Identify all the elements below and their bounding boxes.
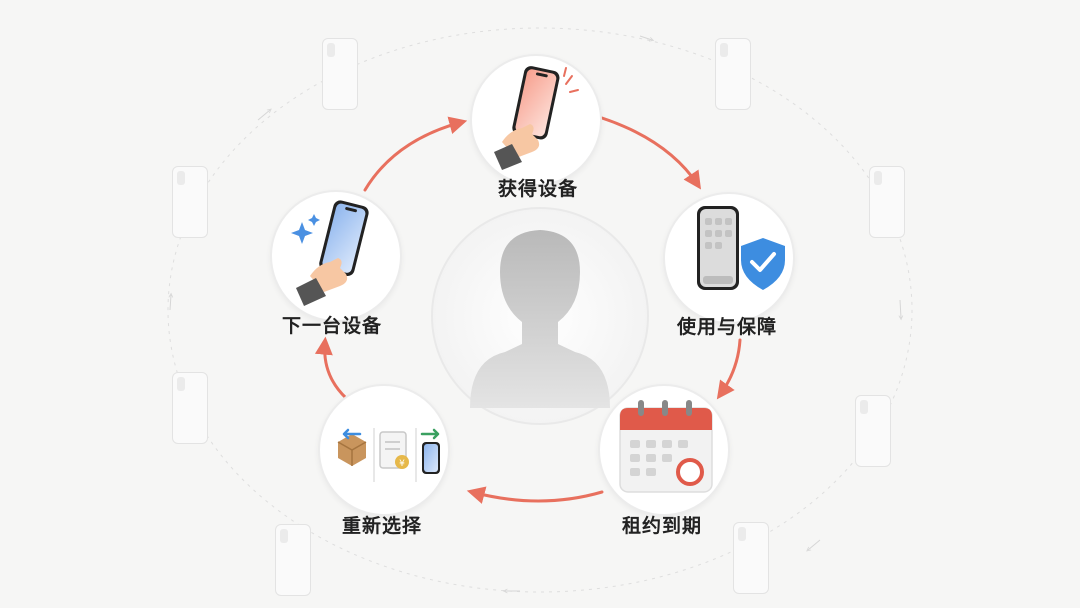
step-acquire-node xyxy=(470,54,602,186)
hand-holding-phone-icon xyxy=(494,66,579,170)
step-use-node xyxy=(663,192,795,324)
arrow-expire-to-reselect xyxy=(466,486,604,504)
svg-text:¥: ¥ xyxy=(399,459,405,469)
cycle-arrows xyxy=(314,116,742,504)
step-use-label: 使用与保障 xyxy=(676,316,777,338)
step-acquire-label: 获得设备 xyxy=(497,178,578,200)
outer-orbit xyxy=(167,27,913,592)
ghost-phone-icon xyxy=(869,166,905,238)
phone-with-shield-icon xyxy=(697,206,785,290)
hand-holding-blue-phone-icon xyxy=(291,200,369,306)
step-expire-node xyxy=(598,384,730,516)
ghost-phone-icon xyxy=(322,38,358,110)
step-reselect-node: ¥ xyxy=(318,384,450,516)
step-next-label: 下一台设备 xyxy=(281,315,382,337)
ghost-phone-icon xyxy=(855,395,891,467)
step-expire-label: 租约到期 xyxy=(621,515,702,537)
calendar-icon xyxy=(619,400,713,493)
ghost-phone-icon xyxy=(172,372,208,444)
ghost-phone-icon xyxy=(715,38,751,110)
ghost-phone-icon xyxy=(275,524,311,596)
step-next-node xyxy=(270,190,402,322)
step-reselect-label: 重新选择 xyxy=(341,515,422,537)
arrow-use-to-expire xyxy=(716,338,742,400)
return-and-exchange-icon: ¥ xyxy=(337,428,440,482)
arrow-acquire-to-use xyxy=(600,116,701,190)
ghost-phone-icon xyxy=(172,166,208,238)
ghost-phone-icon xyxy=(733,522,769,594)
center-user-icon xyxy=(431,207,649,425)
arrow-reselect-to-next xyxy=(314,336,348,400)
arrow-next-to-acquire xyxy=(363,116,468,192)
